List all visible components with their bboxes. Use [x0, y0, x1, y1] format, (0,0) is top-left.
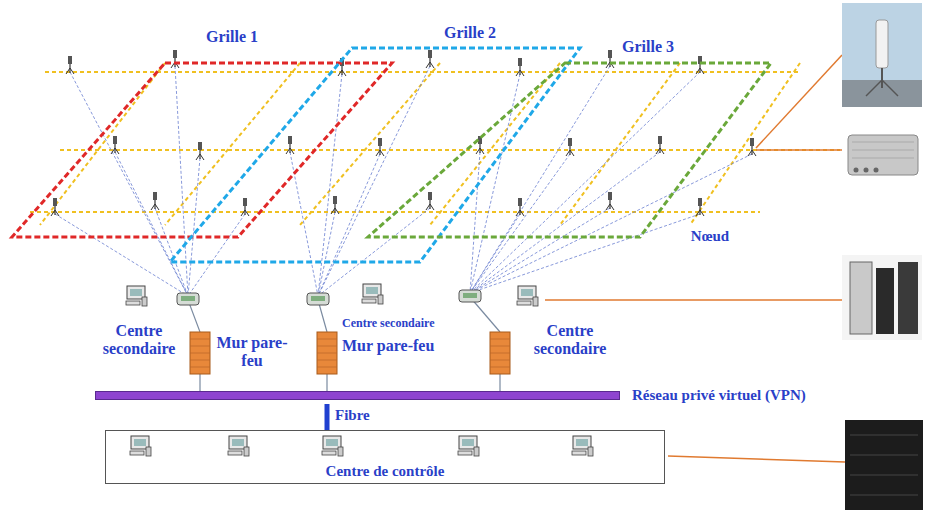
leader-lines	[545, 55, 845, 462]
computer-icon	[362, 284, 383, 304]
tower-icon	[196, 142, 204, 160]
tower-icon	[331, 196, 339, 214]
control-centre-label: Centre de contrôle	[326, 463, 445, 480]
grid-title: Grille 1	[206, 28, 258, 45]
radio-link	[470, 152, 660, 293]
edge-label-holder: Fibre	[335, 407, 370, 424]
radio-link	[155, 208, 188, 296]
control-centre-box: Centre de contrôle	[105, 430, 665, 484]
photo-antenna	[842, 3, 922, 107]
tower-icon	[656, 136, 664, 154]
label-holder: Nœud	[680, 228, 740, 245]
tower-icon	[376, 138, 384, 156]
centre-label: Centre secondaire	[518, 322, 622, 358]
grid-title: Grille 2	[444, 24, 496, 41]
tower-icon	[111, 136, 119, 154]
tower-icon	[516, 58, 524, 76]
vpn-wire	[326, 374, 327, 391]
firewall-icon	[317, 332, 337, 374]
radio-link	[318, 154, 380, 296]
computer-icon	[517, 286, 538, 306]
grid-title: Grille 3	[622, 38, 674, 55]
radio-link	[115, 152, 188, 296]
router-icon	[459, 290, 481, 302]
label-holder: Mur pare-feu	[342, 337, 482, 355]
label-holder: Centre secondaire	[92, 322, 186, 358]
edge-label: Fibre	[335, 407, 370, 424]
firewall-icon	[490, 332, 510, 374]
control-computers	[130, 436, 593, 456]
tower-icon	[286, 136, 294, 154]
vpn-bar	[95, 391, 620, 400]
grid-outline	[10, 28, 395, 240]
centre-label: Centre secondaire	[342, 316, 472, 330]
photo-servers	[842, 255, 922, 340]
vpn-wire	[499, 374, 500, 391]
label-holder: Mur pare-feu	[213, 334, 291, 370]
router-icon	[307, 293, 329, 305]
grid-region: Grille 1	[10, 28, 395, 240]
photo-rack	[845, 420, 923, 510]
grid-outline	[366, 38, 774, 240]
radio-link	[470, 208, 610, 293]
tower-icon	[426, 192, 434, 210]
router-icon	[177, 293, 199, 305]
grid-outline	[168, 24, 583, 264]
tower-icon	[66, 56, 74, 74]
centre-label: Centre secondaire	[92, 322, 186, 358]
grid-lines	[30, 63, 840, 225]
tower-icon	[606, 50, 614, 68]
radio-link	[318, 208, 430, 296]
radio-link	[318, 212, 335, 296]
computer-icon	[228, 436, 249, 456]
tower-icon	[241, 198, 249, 216]
grid-region: Grille 2	[168, 24, 583, 264]
tower-icon	[566, 138, 574, 156]
tower-icon	[748, 138, 756, 156]
tower-icon	[606, 192, 614, 210]
computer-icon	[458, 436, 479, 456]
radio-link	[70, 72, 188, 296]
fibre-link	[327, 404, 328, 430]
radio-link	[470, 72, 700, 293]
tower-icon	[426, 50, 434, 68]
vpn-wire	[199, 374, 200, 391]
radio-link	[55, 214, 188, 296]
radio-link	[188, 158, 200, 296]
label-holder: Centre secondaire	[518, 322, 622, 358]
computer-icon	[130, 436, 151, 456]
vpn-label: Réseau privé virtuel (VPN)	[632, 387, 806, 404]
photo-device	[842, 115, 922, 195]
firewall-label: Mur pare-feu	[213, 334, 291, 370]
tower-icon	[151, 192, 159, 210]
firewall-label: Mur pare-feu	[342, 337, 482, 355]
radio-link	[470, 152, 480, 293]
tower-icon	[696, 198, 704, 216]
firewall-icon	[190, 332, 210, 374]
vpn-band: Réseau privé virtuel (VPN)	[95, 387, 895, 404]
radio-link	[470, 214, 520, 293]
radio-link	[470, 154, 570, 293]
grid-region: Grille 3	[366, 38, 774, 240]
tower-icon	[696, 56, 704, 74]
radio-links	[55, 66, 752, 296]
radio-link	[470, 214, 700, 293]
radio-link	[188, 214, 245, 296]
secondary-centres	[126, 284, 538, 391]
computer-icon	[572, 436, 593, 456]
computer-icon	[126, 286, 147, 306]
tower-icons	[51, 50, 756, 216]
label-holder: Centre secondaire	[342, 316, 472, 330]
radio-link	[470, 154, 752, 293]
node-label: Nœud	[680, 228, 740, 245]
tower-icon	[171, 50, 179, 68]
tower-icon	[51, 198, 59, 216]
tower-icon	[516, 198, 524, 216]
computer-icon	[322, 436, 343, 456]
